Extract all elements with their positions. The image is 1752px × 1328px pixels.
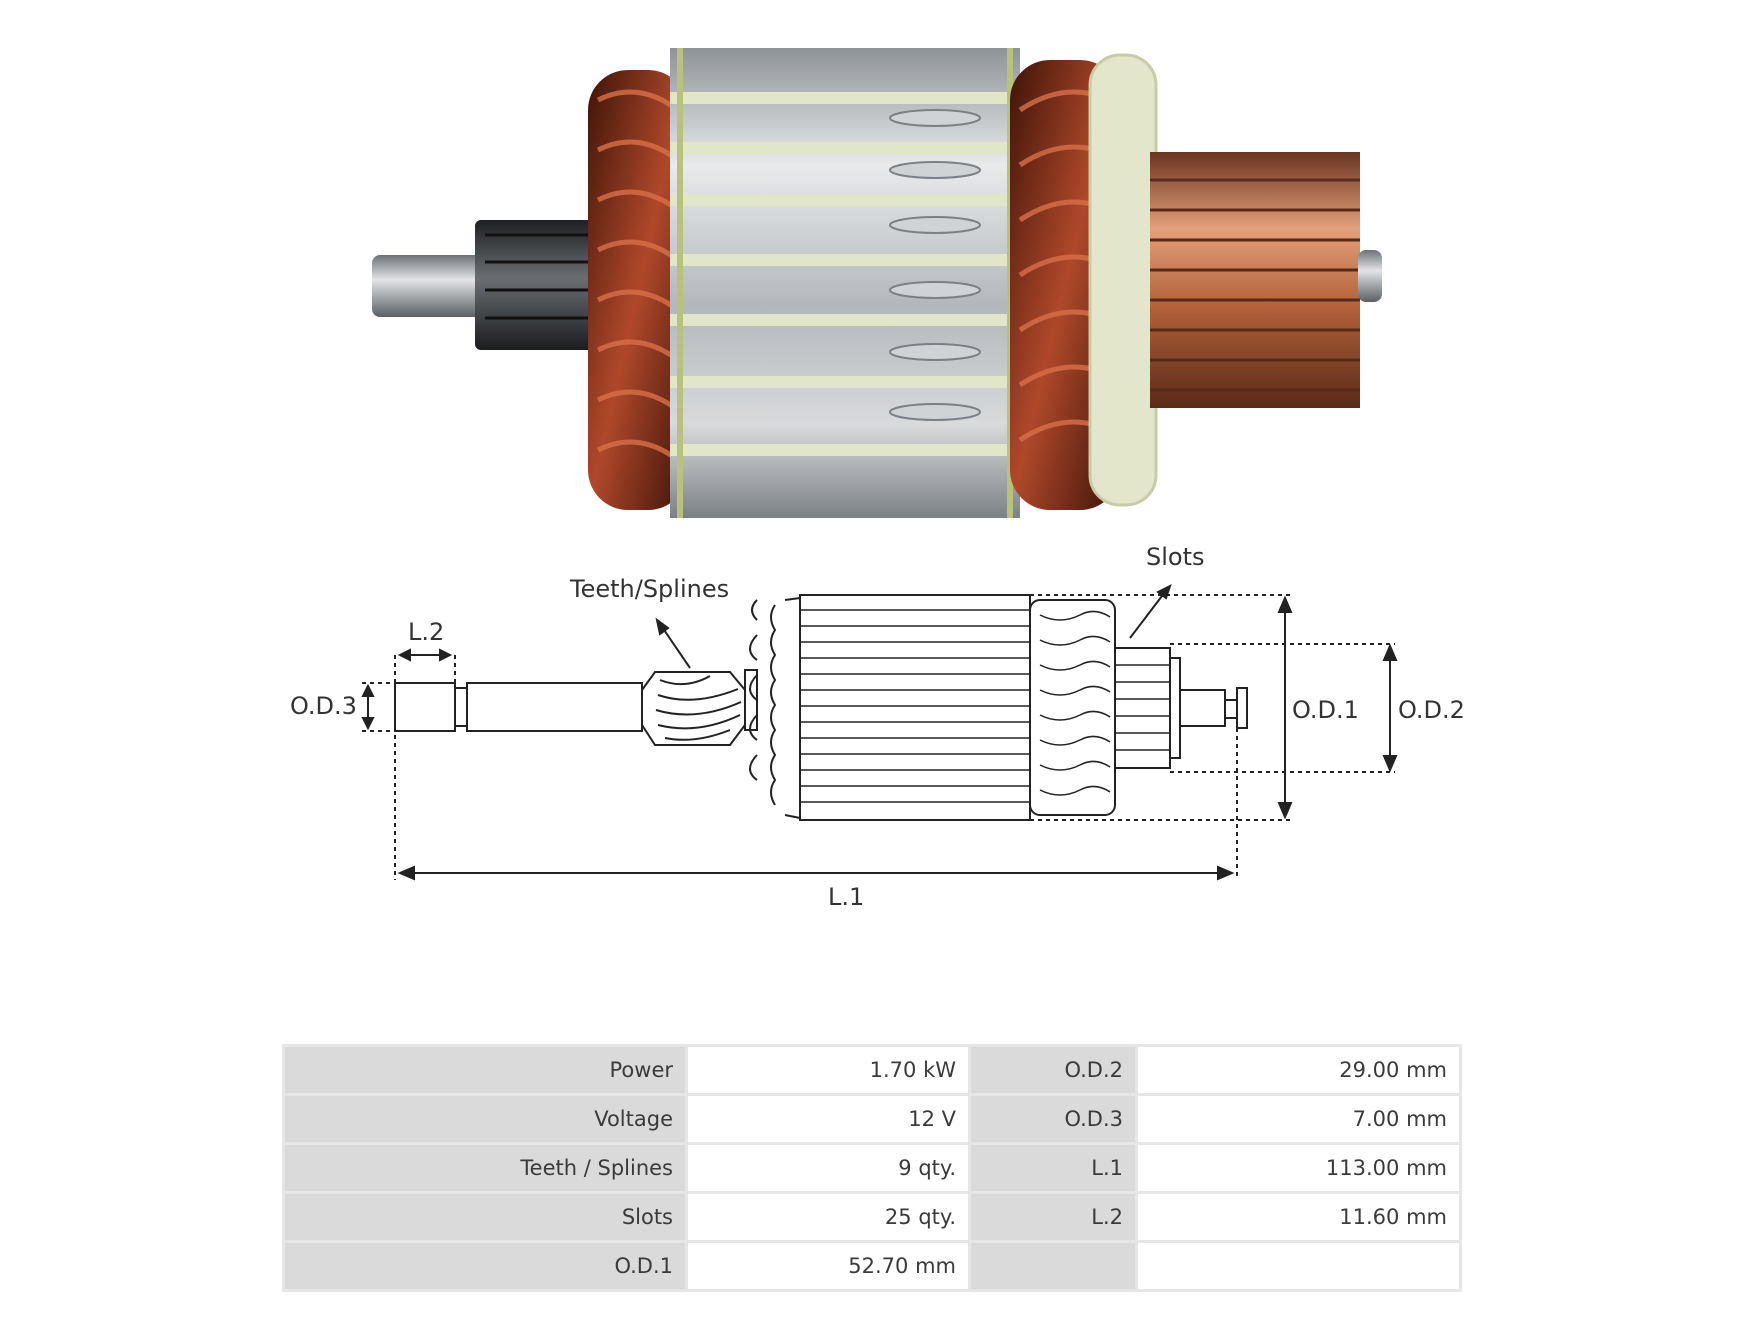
table-row: Voltage 12 V O.D.3 7.00 mm: [285, 1096, 1459, 1142]
drawing-end-winding: [1029, 599, 1116, 816]
callout-l1: L.1: [828, 883, 864, 911]
spec-value-empty: [1138, 1243, 1459, 1289]
spec-value-power: 1.70 kW: [688, 1047, 968, 1093]
spec-label-od1: O.D.1: [285, 1243, 685, 1289]
spec-table: Power 1.70 kW O.D.2 29.00 mm Voltage 12 …: [282, 1044, 1462, 1292]
drawing-commutator: [1114, 647, 1181, 769]
spec-label-voltage: Voltage: [285, 1096, 685, 1142]
spec-label-empty: [971, 1243, 1135, 1289]
spec-label-teeth: Teeth / Splines: [285, 1145, 685, 1191]
callout-l2: L.2: [408, 618, 444, 646]
spec-label-od2: O.D.2: [971, 1047, 1135, 1093]
photo-pinion-gear: [475, 220, 605, 350]
callout-od3: O.D.3: [290, 692, 357, 720]
photo-shaft-tip: [1358, 250, 1382, 302]
armature-photo: [372, 48, 1382, 518]
spec-label-power: Power: [285, 1047, 685, 1093]
callout-od2: O.D.2: [1398, 696, 1465, 724]
table-row: Power 1.70 kW O.D.2 29.00 mm: [285, 1047, 1459, 1093]
callout-od1: O.D.1: [1292, 696, 1359, 724]
drawing-rear-shaft: [1179, 687, 1248, 729]
table-row: Slots 25 qty. L.2 11.60 mm: [285, 1194, 1459, 1240]
spec-value-slots: 25 qty.: [688, 1194, 968, 1240]
spec-value-od1: 52.70 mm: [688, 1243, 968, 1289]
spec-value-l1: 113.00 mm: [1138, 1145, 1459, 1191]
drawing-armature-core: [770, 594, 1031, 821]
photo-shaft: [372, 255, 482, 317]
callout-teeth-splines: Teeth/Splines: [569, 575, 729, 603]
photo-commutator: [1150, 152, 1360, 408]
spec-value-od2: 29.00 mm: [1138, 1047, 1459, 1093]
spec-value-l2: 11.60 mm: [1138, 1194, 1459, 1240]
callout-slots: Slots: [1146, 543, 1205, 571]
spec-value-teeth: 9 qty.: [688, 1145, 968, 1191]
spec-label-slots: Slots: [285, 1194, 685, 1240]
drawing-shaft-end: [394, 682, 456, 732]
spec-value-voltage: 12 V: [688, 1096, 968, 1142]
drawing-splines: [641, 671, 746, 746]
spec-label-l2: L.2: [971, 1194, 1135, 1240]
table-row: O.D.1 52.70 mm: [285, 1243, 1459, 1289]
drawing-core-end: [744, 599, 758, 781]
spec-label-l1: L.1: [971, 1145, 1135, 1191]
technical-drawing: Teeth/Splines Slots L.2 O.D.3 O.D.1 O.D.…: [290, 543, 1465, 911]
spec-value-od3: 7.00 mm: [1138, 1096, 1459, 1142]
spec-label-od3: O.D.3: [971, 1096, 1135, 1142]
drawing-shaft: [454, 687, 468, 727]
table-row: Teeth / Splines 9 qty. L.1 113.00 mm: [285, 1145, 1459, 1191]
